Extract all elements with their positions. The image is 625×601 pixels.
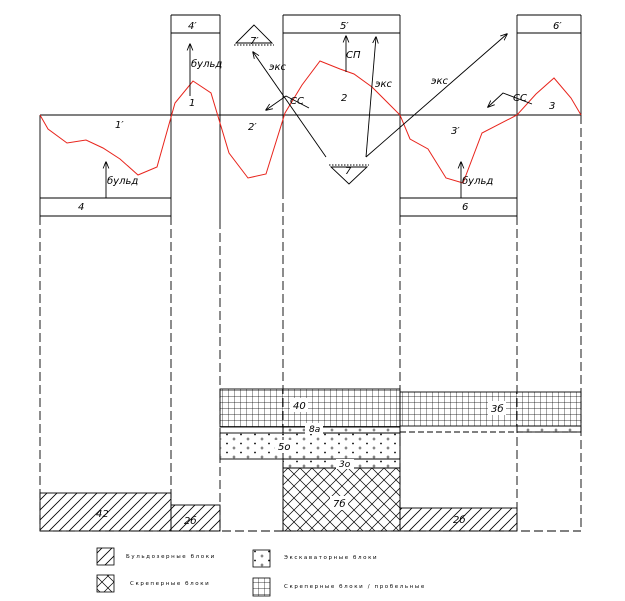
label-sp: СП [346, 50, 361, 61]
legend-label-excavator: Экскаваторные блоки [284, 555, 378, 561]
label-block-3: 3 [549, 101, 555, 112]
label-col-40: 40 [293, 401, 306, 412]
legend-label-bulldozer: Бульдозерные блоки [126, 554, 216, 560]
label-block-3-prime: 3′ [451, 126, 460, 137]
transport-arrows [106, 34, 533, 198]
label-col-8a: 8а [309, 425, 320, 435]
label-block-7-prime: 7′ [250, 36, 259, 47]
label-block-1-prime: 1′ [115, 120, 124, 131]
legend-swatch-excavator [252, 549, 271, 568]
surface-blocks [39, 14, 582, 220]
label-block-4: 4 [78, 202, 84, 213]
label-col-42: 42 [96, 509, 109, 520]
triangle-marker-7 [329, 164, 369, 185]
fill-dots-right [516, 425, 582, 433]
label-block-6-prime: 6′ [553, 21, 562, 32]
legend-swatch-scraper [96, 574, 115, 593]
legend-label-scraper: Скреперные блоки [130, 581, 210, 587]
column-labels: 42 2б 40 8а 3б 5о 3о 7б 2б [96, 401, 504, 527]
label-block-5-prime: 5′ [340, 21, 349, 32]
column-fills [39, 388, 582, 532]
fill-2b-left [170, 504, 221, 532]
label-col-2b-right: 2б [453, 514, 466, 526]
fill-42 [39, 492, 172, 532]
label-col-5o: 5о [278, 442, 290, 453]
fill-dots-8a [282, 426, 401, 434]
label-block-4-prime: 4′ [188, 21, 197, 32]
fill-grid-left [219, 388, 401, 428]
label-eks-left: экс [269, 62, 287, 73]
label-ss-right: СС [513, 93, 527, 104]
triangle-marker-7-prime [234, 24, 274, 46]
legend-label-scraper-pass: Скреперные блоки / пробельные [284, 584, 426, 590]
label-eks-mid: экс [375, 79, 393, 90]
legend-swatch-bulldozer [96, 547, 115, 566]
legend: Бульдозерные блоки Экскаваторные блоки С… [96, 547, 426, 597]
label-block-2: 2 [341, 93, 347, 104]
fill-2b-right [399, 507, 518, 532]
label-block-1: 1 [189, 98, 195, 109]
label-ss-left: СС [290, 96, 304, 107]
label-col-3o: 3о [339, 460, 351, 470]
label-block-6: 6 [462, 202, 468, 213]
label-col-3b: 3б [491, 403, 504, 415]
label-block-7: 7 [345, 166, 352, 177]
label-col-7b: 7б [333, 498, 346, 510]
label-buld-top: бульд [191, 58, 222, 70]
label-buld-left: бульд [107, 175, 138, 187]
block-labels: 4′ 5′ 6′ 7′ 7 1 1′ 2 2′ 3 3′ 4 6 [78, 21, 562, 213]
label-col-2b-left: 2б [184, 515, 197, 527]
label-block-2-prime: 2′ [248, 122, 257, 133]
label-buld-right: бульд [462, 175, 493, 187]
terrain-profile-line [39, 60, 582, 184]
method-annotations: бульд бульд бульд экс экс экс СС СС СП [107, 50, 527, 187]
fill-dots-left [219, 432, 401, 460]
label-eks-right: экс [431, 76, 449, 87]
legend-swatch-scraper-pass [252, 577, 271, 597]
